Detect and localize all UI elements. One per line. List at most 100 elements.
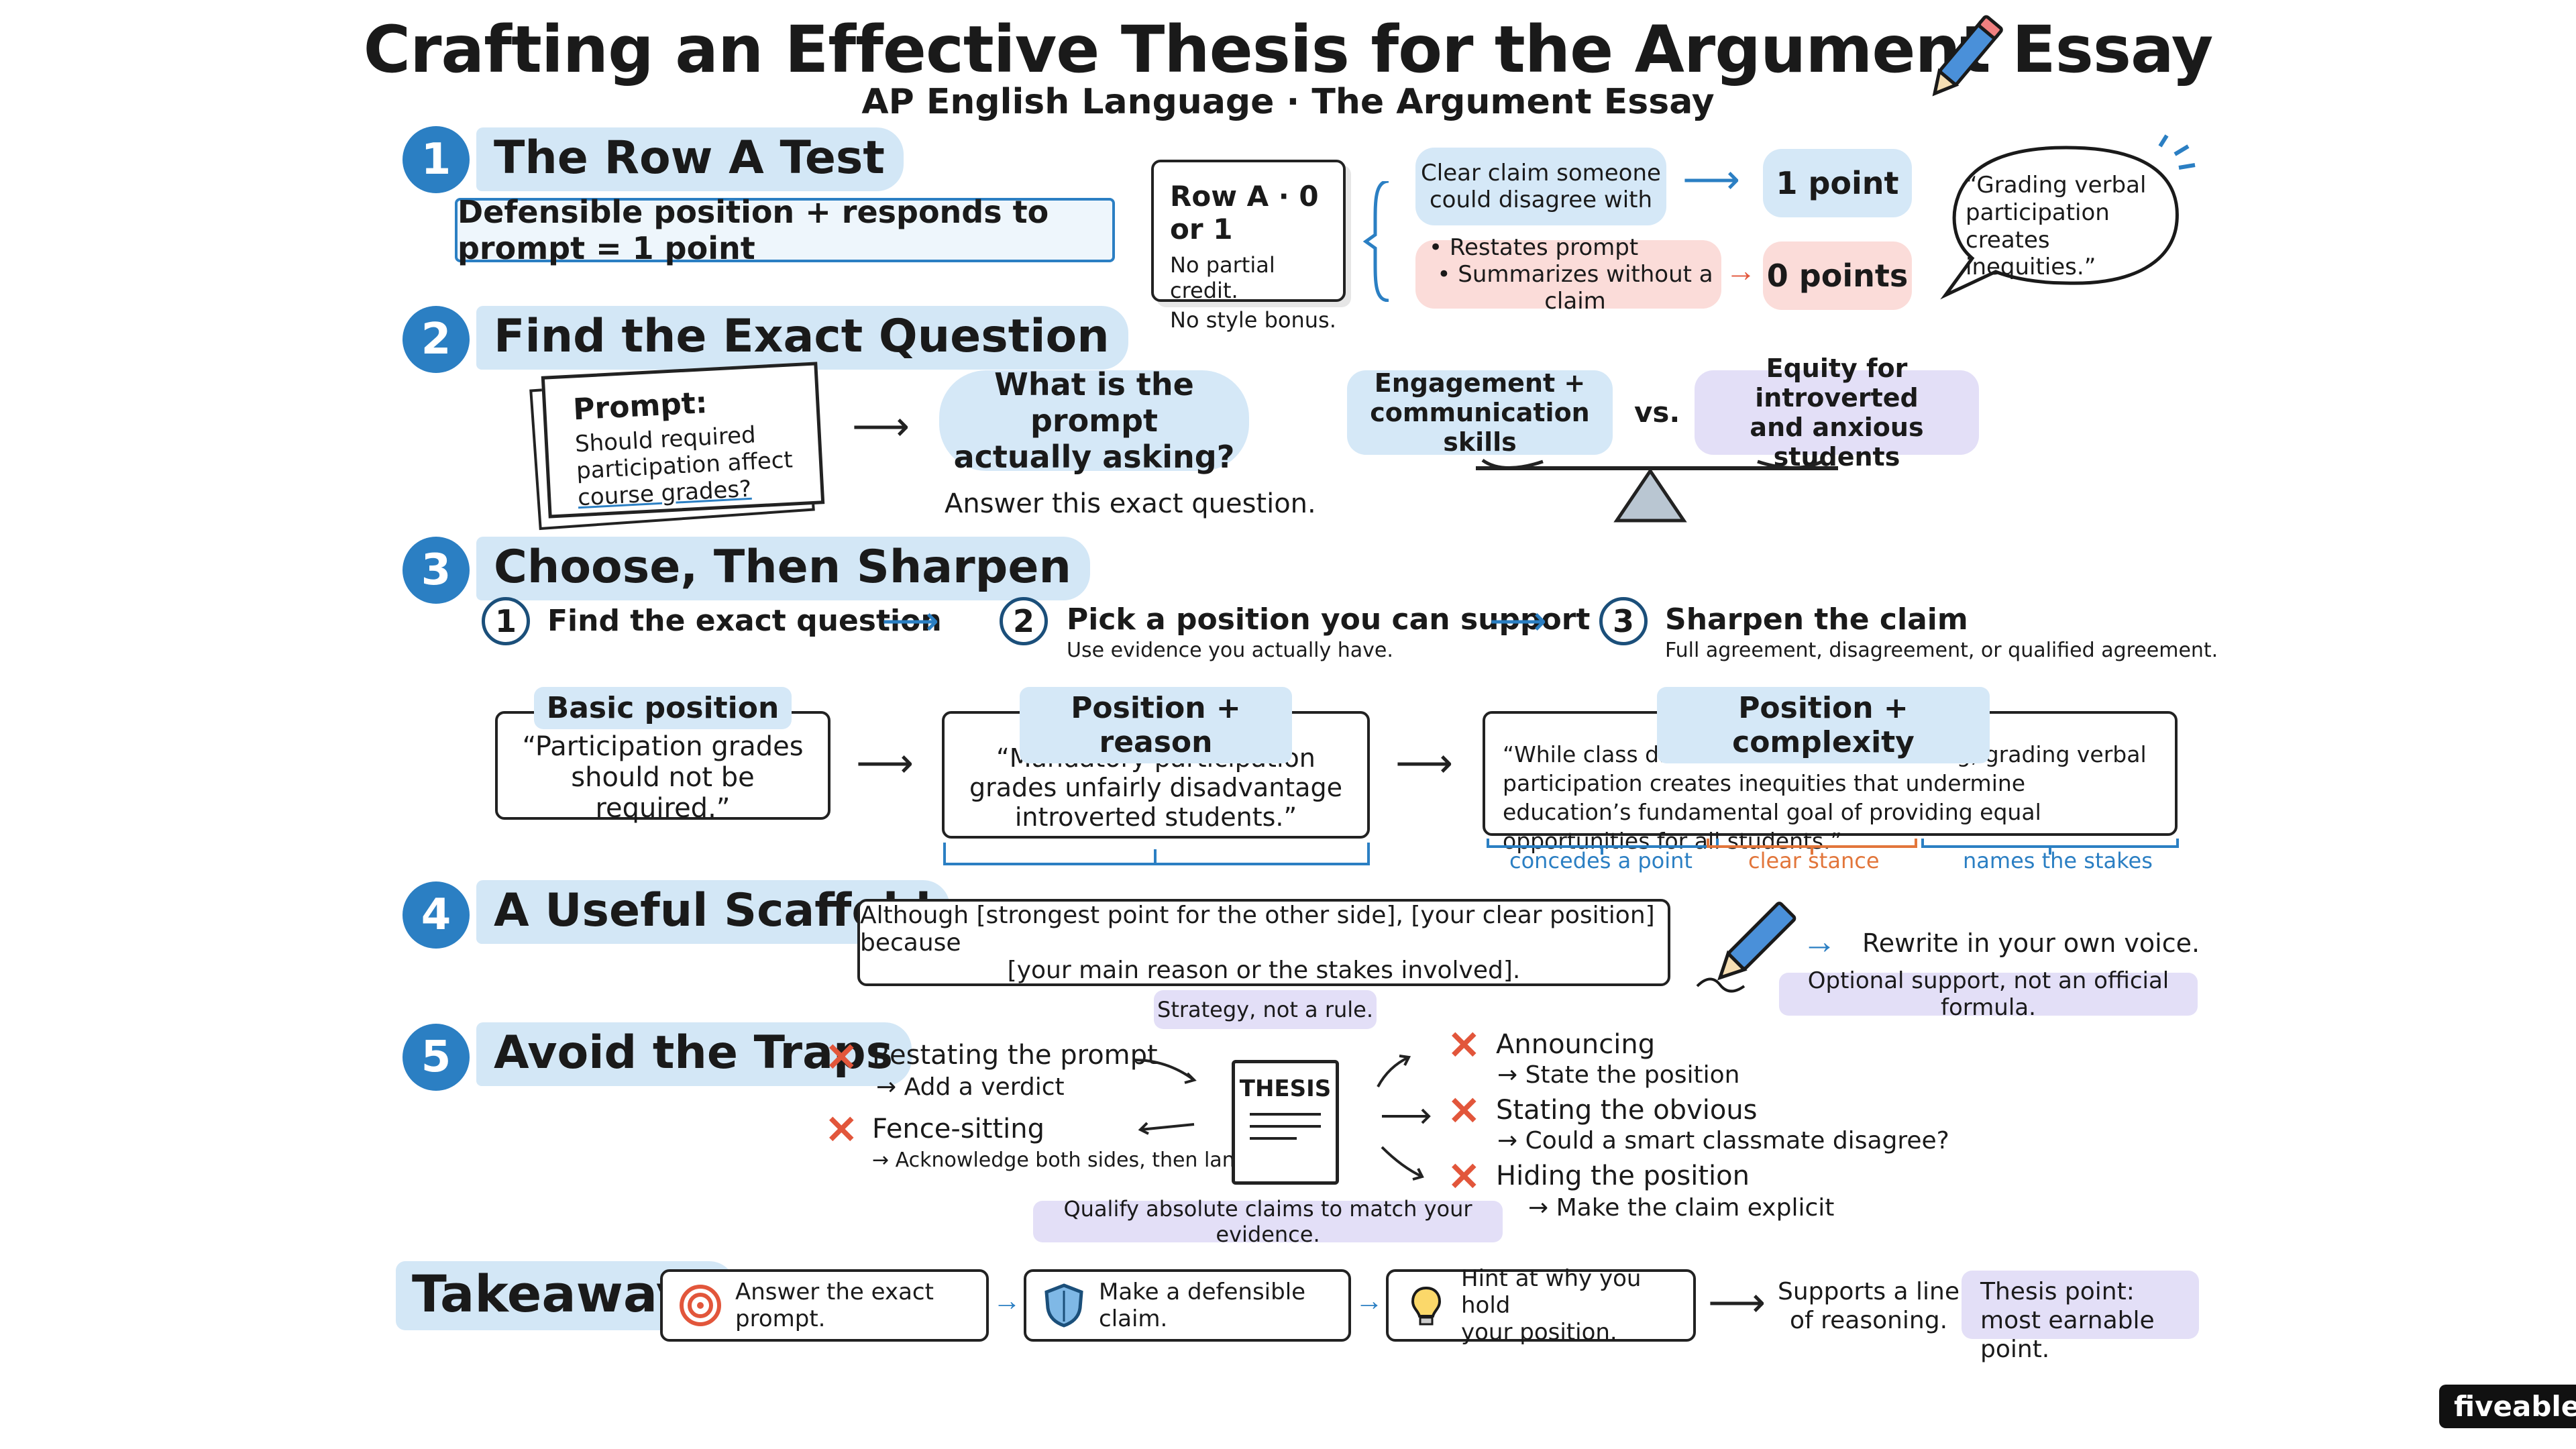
position-arrow: ⟶ bbox=[1395, 741, 1454, 786]
takeaway-text: Make a defensible claim. bbox=[1099, 1279, 1306, 1332]
qualify-note: Qualify absolute claims to match your ev… bbox=[1033, 1196, 1503, 1247]
page-title: Crafting an Effective Thesis for the Arg… bbox=[363, 12, 2214, 87]
trap-title: Hiding the position bbox=[1496, 1161, 1750, 1191]
step-3-circle: 3 bbox=[1599, 597, 1648, 645]
bubble-quote: “Grading verbal participation creates in… bbox=[1966, 172, 2147, 281]
takeaway-arrow: → bbox=[993, 1285, 1021, 1316]
trap-title: Fence-sitting bbox=[872, 1114, 1044, 1144]
row-a-card-line: No style bonus. bbox=[1170, 307, 1336, 333]
cross-icon: ✕ bbox=[825, 1036, 858, 1079]
section-5-title: Avoid the Traps bbox=[476, 1022, 912, 1086]
trap-title: Stating the obvious bbox=[1496, 1095, 1758, 1126]
section-5-number: 5 bbox=[402, 1024, 470, 1091]
trap-title: Restating the prompt bbox=[872, 1040, 1158, 1071]
arrow-bad: → bbox=[1725, 253, 1756, 288]
trap-title: Announcing bbox=[1496, 1029, 1656, 1060]
one-point-pill: 1 point bbox=[1763, 149, 1912, 217]
good-claim-pill: Clear claim someone could disagree with bbox=[1415, 148, 1666, 225]
lightbulb-icon bbox=[1411, 1286, 1442, 1326]
row-a-card-line: No partial credit. bbox=[1170, 252, 1275, 303]
cross-icon: ✕ bbox=[1448, 1024, 1481, 1067]
question-line: What is the prompt bbox=[994, 366, 1194, 439]
engagement-line: Engagement + bbox=[1374, 368, 1586, 398]
question-line: actually asking? bbox=[953, 439, 1235, 475]
question-cloud: What is the prompt actually asking? bbox=[939, 366, 1249, 475]
shield-icon bbox=[1044, 1283, 1083, 1328]
reason-tab: Position + reason bbox=[1020, 687, 1292, 763]
takeaway-text: Answer the exact prompt. bbox=[735, 1279, 934, 1332]
brand-logo: fiveable bbox=[2439, 1385, 2576, 1428]
equity-line: and anxious students bbox=[1750, 413, 1924, 472]
basic-position-tab: Basic position bbox=[534, 687, 792, 729]
row-a-card: Row A · 0 or 1 No partial credit. No sty… bbox=[1151, 160, 1346, 333]
annotation-concedes: concedes a point bbox=[1509, 848, 1693, 873]
scaffold-template: Although [strongest point for the other … bbox=[857, 899, 1670, 986]
prompt-card: Prompt: Should required participation af… bbox=[541, 362, 825, 519]
row-a-formula: Defensible position + responds to prompt… bbox=[455, 194, 1115, 266]
section-2-title: Find the Exact Question bbox=[476, 306, 1128, 370]
thesis-document-icon: THESIS bbox=[1232, 1060, 1339, 1185]
reason-bracket bbox=[943, 843, 1370, 865]
annotation-stakes: names the stakes bbox=[1963, 848, 2153, 873]
step-1-title: Find the exact question bbox=[547, 604, 942, 638]
trap-fix: → State the position bbox=[1497, 1061, 1740, 1089]
supports-note: Supports a line of reasoning. bbox=[1778, 1278, 1960, 1335]
thesis-connector-arrows bbox=[1133, 1055, 1431, 1181]
bad-claim-bullet: • Restates prompt bbox=[1429, 234, 1639, 261]
cross-icon: ✕ bbox=[825, 1108, 858, 1152]
vs-label: vs. bbox=[1634, 396, 1680, 429]
step-3-title: Sharpen the claim bbox=[1665, 602, 1968, 637]
section-1-number: 1 bbox=[402, 126, 470, 193]
zero-points-pill: 0 points bbox=[1763, 241, 1912, 310]
takeaway-card: Answer the exact prompt. bbox=[660, 1269, 989, 1342]
balance-scale-icon bbox=[1476, 458, 1838, 523]
trap-fix: → Add a verdict bbox=[876, 1073, 1065, 1101]
step-2-circle: 2 bbox=[1000, 597, 1048, 645]
strategy-tag: Strategy, not a rule. bbox=[1154, 990, 1377, 1029]
annotation-brackets bbox=[1487, 839, 2179, 855]
engagement-pill: Engagement + communication skills bbox=[1347, 368, 1613, 457]
takeaway-text: Hint at why you hold your position. bbox=[1461, 1265, 1642, 1346]
scaffold-line: Although [strongest point for the other … bbox=[860, 901, 1655, 957]
target-icon bbox=[680, 1285, 721, 1326]
trap-fix: → Acknowledge both sides, then land bbox=[872, 1148, 1248, 1172]
arrow-good: ⟶ bbox=[1682, 157, 1741, 202]
rewrite-note: Rewrite in your own voice. bbox=[1862, 928, 2200, 958]
bad-claim-bullet: • Summarizes without a claim bbox=[1437, 261, 1713, 315]
section-2-number: 2 bbox=[402, 306, 470, 373]
step-3-sub: Full agreement, disagreement, or qualifi… bbox=[1665, 639, 2218, 662]
arrow-to-question: ⟶ bbox=[852, 404, 910, 449]
section-4-number: 4 bbox=[402, 881, 470, 949]
section-1-title: The Row A Test bbox=[476, 127, 904, 191]
answer-note: Answer this exact question. bbox=[945, 488, 1316, 519]
step-2-title: Pick a position you can support bbox=[1067, 602, 1591, 637]
takeaway-card: Make a defensible claim. bbox=[1024, 1269, 1351, 1342]
thesis-label: THESIS bbox=[1239, 1075, 1332, 1102]
page-subtitle: AP English Language · The Argument Essay bbox=[861, 82, 1715, 122]
takeaway-arrow: → bbox=[1355, 1285, 1383, 1316]
section-3-title: Choose, Then Sharpen bbox=[476, 537, 1090, 600]
step-2-sub: Use evidence you actually have. bbox=[1067, 639, 1393, 662]
trap-fix: → Could a smart classmate disagree? bbox=[1497, 1127, 1949, 1155]
trap-fix: → Make the claim explicit bbox=[1528, 1194, 1835, 1222]
takeaway-arrow: ⟶ bbox=[1708, 1280, 1766, 1325]
row-a-card-title: Row A · 0 or 1 bbox=[1170, 180, 1319, 246]
optional-note: Optional support, not an official formul… bbox=[1779, 967, 2198, 1021]
cross-icon: ✕ bbox=[1448, 1089, 1481, 1133]
scaffold-line: [your main reason or the stakes involved… bbox=[1007, 956, 1521, 984]
equity-line: Equity for introverted bbox=[1755, 354, 1919, 413]
bad-claim-pill: • Restates prompt • Summarizes without a… bbox=[1415, 234, 1721, 315]
cross-icon: ✕ bbox=[1448, 1155, 1481, 1199]
branch-bracket bbox=[1362, 181, 1389, 302]
basic-position-box: “Participation grades should not be requ… bbox=[495, 711, 830, 824]
step-1-circle: 1 bbox=[482, 597, 530, 645]
thesis-point-note: Thesis point: most earnable point. bbox=[1962, 1271, 2199, 1363]
takeaway-card: Hint at why you hold your position. bbox=[1386, 1265, 1696, 1346]
annotation-stance: clear stance bbox=[1748, 848, 1880, 873]
pencil-icon bbox=[1932, 15, 2003, 97]
good-claim-line: Clear claim someone bbox=[1421, 160, 1661, 186]
step-arrow: ⟶ bbox=[1489, 598, 1548, 643]
good-claim-line: could disagree with bbox=[1429, 186, 1653, 213]
position-arrow: ⟶ bbox=[856, 741, 914, 786]
rewrite-arrow: → bbox=[1802, 922, 1837, 961]
